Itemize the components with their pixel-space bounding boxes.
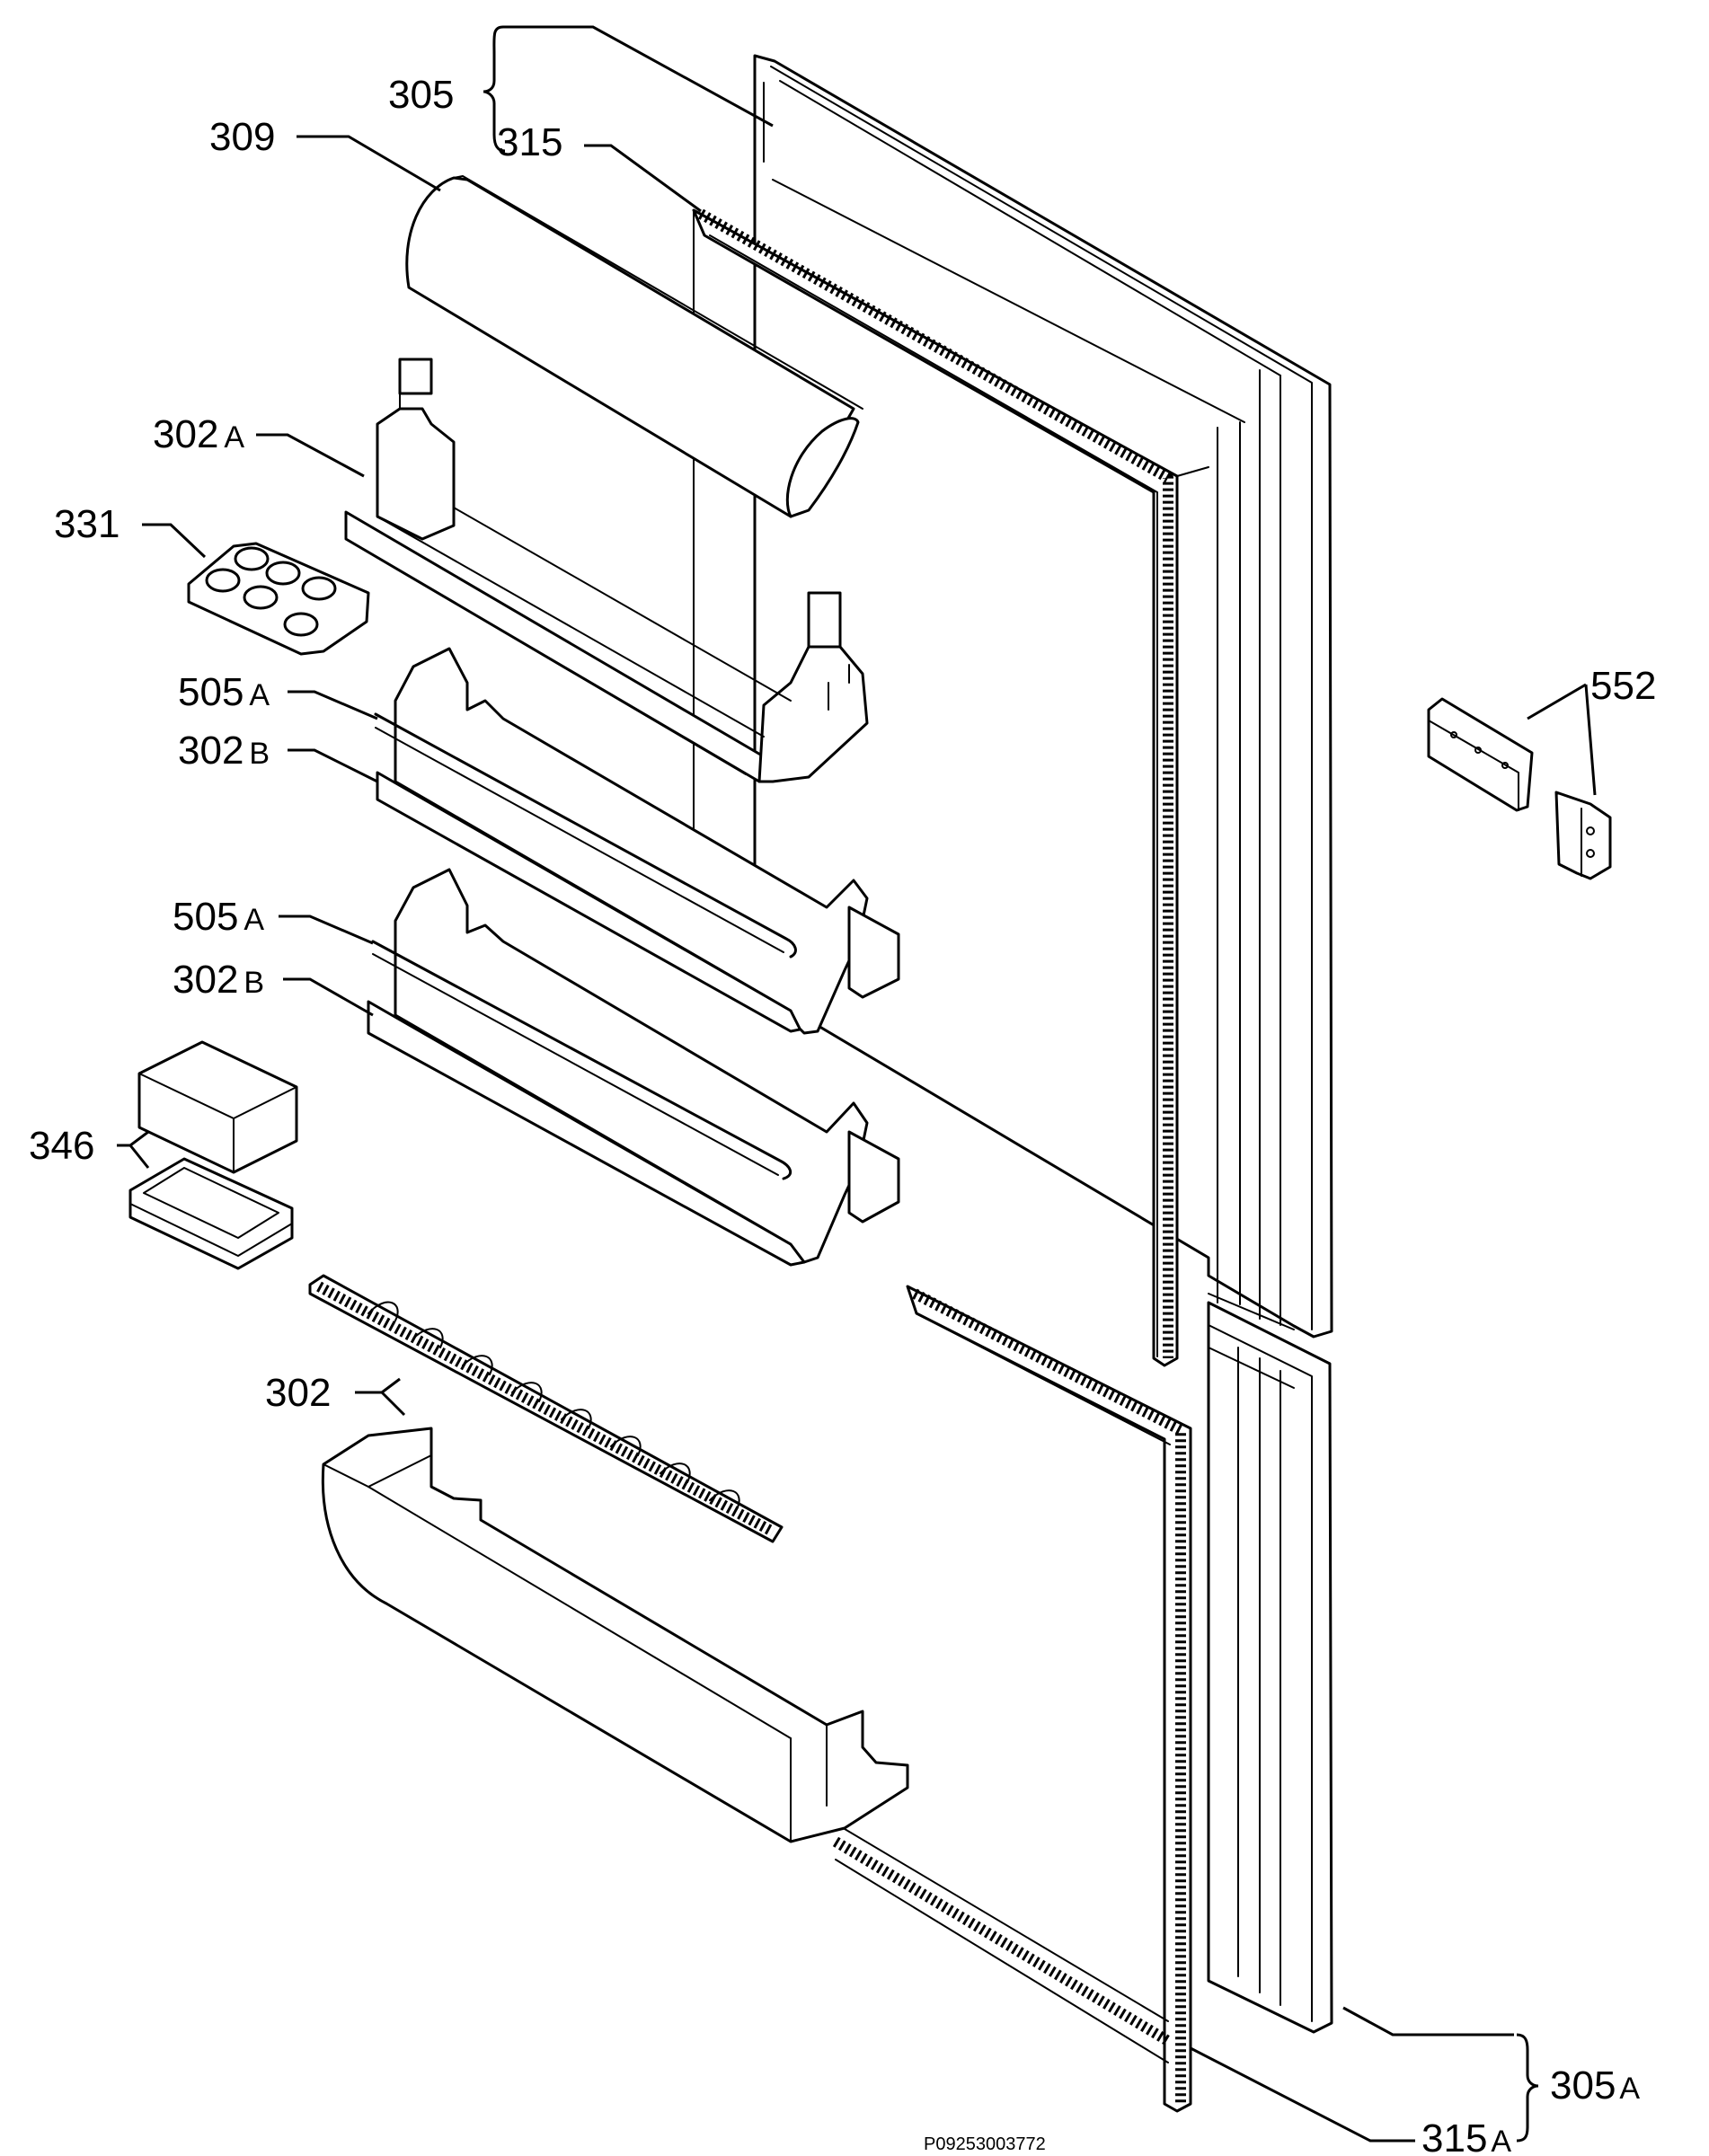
egg-cup-3	[301, 576, 337, 601]
butter-compartment-part-346	[128, 1040, 298, 1270]
egg-cup-2	[265, 561, 301, 586]
label-305: 305	[388, 73, 454, 117]
lower-door-gasket-part-315a	[832, 1285, 1192, 2113]
egg-cup-5	[243, 585, 279, 610]
label-315: 315	[497, 120, 562, 164]
lower-door-part-305a	[1207, 1301, 1333, 2034]
hinge-brackets-part-552	[1427, 697, 1612, 880]
upper-door-part-305	[753, 54, 1333, 1339]
label-552: 552	[1590, 664, 1656, 708]
door-shelf-part-302b-upper	[374, 647, 900, 1035]
label-331: 331	[54, 502, 120, 546]
label-346: 346	[29, 1124, 94, 1168]
label-309: 309	[209, 115, 275, 159]
door-shelf-part-302a	[344, 358, 869, 783]
bottle-shelf-part-302	[308, 1274, 909, 1843]
door-shelf-part-302b-lower	[367, 868, 900, 1267]
drawing-code: P09253003772	[924, 2134, 1046, 2154]
egg-tray-part-331	[187, 542, 370, 656]
leader-lines	[117, 25, 1597, 2143]
egg-cup-1	[234, 546, 270, 571]
dairy-compartment-flap-part-309	[405, 175, 863, 518]
label-302: 302	[265, 1371, 331, 1415]
egg-cup-6	[283, 612, 319, 637]
egg-cup-4	[205, 568, 241, 593]
